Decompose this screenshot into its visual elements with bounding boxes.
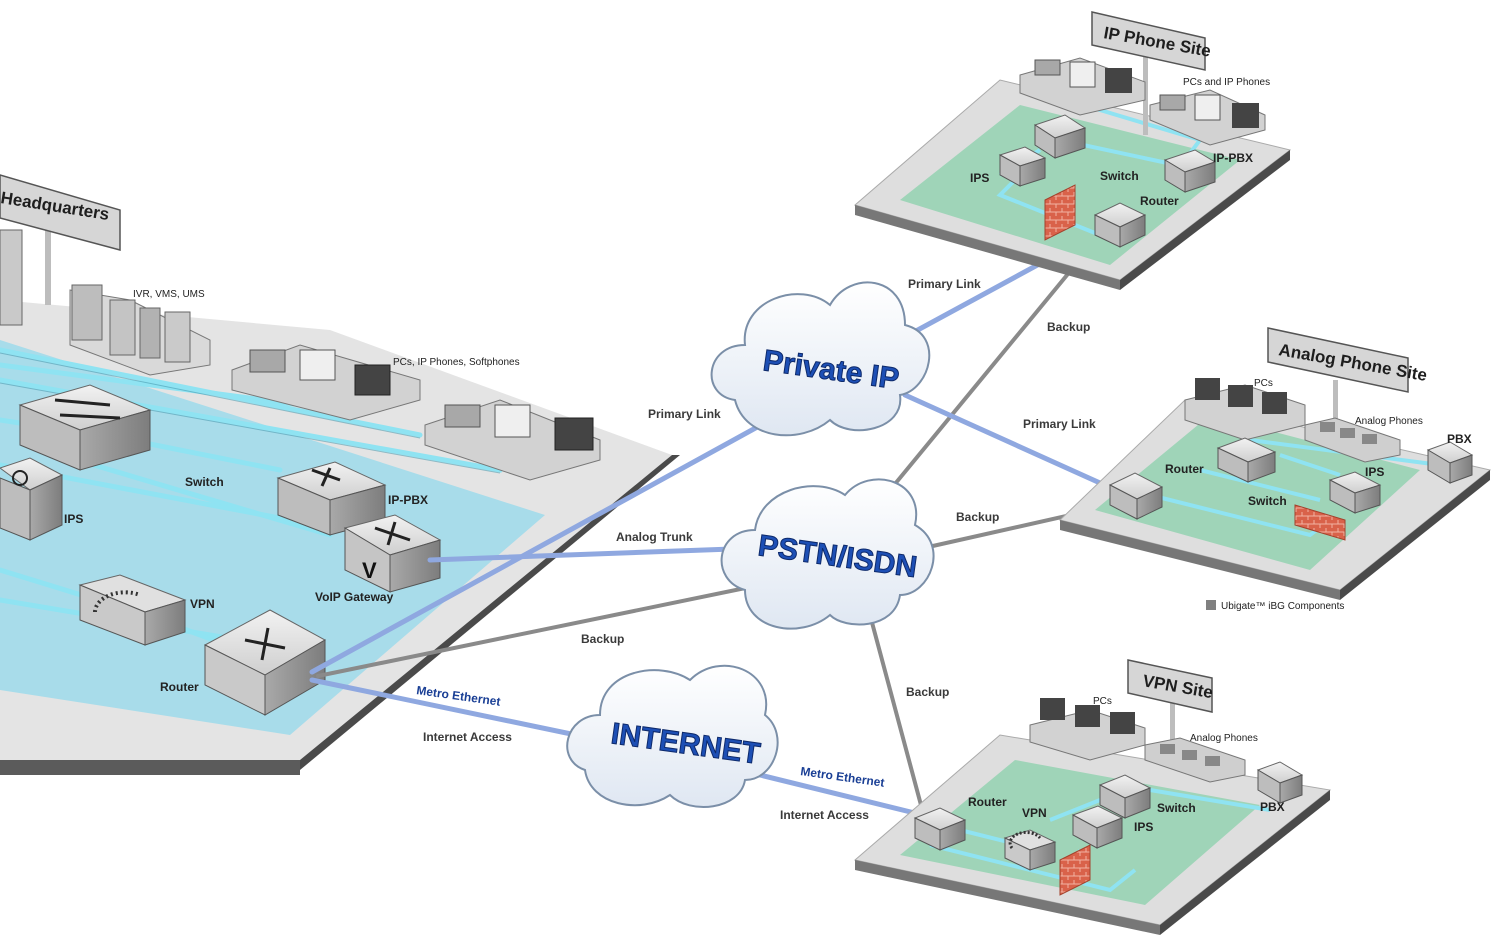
analog-site-switch-label: Switch [1248, 494, 1287, 508]
cloud-pstn: PSTN/ISDN [720, 478, 935, 630]
hq-voip-label: VoIP Gateway [315, 590, 394, 604]
hq-pcs-label: PCs, IP Phones, Softphones [393, 357, 520, 368]
analog-primary-label: Primary Link [1023, 417, 1096, 431]
ip-phone-site-desks: PCs and IP Phones [1019, 57, 1270, 146]
vpn-site-pcs-label: PCs [1093, 696, 1112, 707]
vpn-backup-label: Backup [906, 685, 949, 699]
voip-v-glyph: V [362, 558, 377, 583]
hq-primary-link-label: Primary Link [648, 407, 721, 421]
analog-site-pbx-label: PBX [1447, 432, 1472, 446]
vpn-site-pcs: PCs [1029, 696, 1146, 761]
analog-trunk-label: Analog Trunk [616, 530, 693, 544]
hq-router-label: Router [160, 680, 199, 694]
hq-primary-link-line [309, 417, 773, 675]
hq-internet-label: Internet Access [423, 730, 512, 744]
hq-voip-gateway: V VoIP Gateway [315, 514, 442, 604]
vpn-backup-line [868, 613, 927, 822]
ip-phone-site-ips-label: IPS [970, 171, 989, 185]
ipsite-primary-label: Primary Link [908, 277, 981, 291]
hq-servers-label: IVR, VMS, UMS [133, 289, 205, 300]
analog-site-firewall [1294, 504, 1346, 541]
vpn-site-switch: Switch [1098, 774, 1196, 819]
ip-phone-site-ippbx: IP-PBX [1163, 149, 1253, 193]
hq-desk-2 [424, 399, 601, 481]
analog-site-phones: Analog Phones [1304, 416, 1423, 463]
wan-links [309, 227, 1123, 822]
hq-switch-label: Switch [185, 475, 224, 489]
vpn-site-router-label: Router [968, 795, 1007, 809]
vpn-site-sign: VPN Site [1127, 659, 1214, 750]
legend-label: Ubigate™ iBG Components [1221, 601, 1344, 612]
ip-phone-site-switch-label: Switch [1100, 169, 1139, 183]
hq-backup-line [316, 583, 762, 678]
ip-phone-site-pcs-label: PCs and IP Phones [1183, 77, 1270, 88]
hq-desk-1: PCs, IP Phones, Softphones [231, 344, 520, 421]
vpn-metro-line [757, 772, 938, 821]
analog-backup-label: Backup [956, 510, 999, 524]
vpn-site-router: Router [913, 795, 1007, 851]
analog-site-router: Router [1108, 462, 1204, 520]
analog-site-router-label: Router [1165, 462, 1204, 476]
analog-site-switch: Switch [1216, 437, 1287, 508]
hq-ippbx-label: IP-PBX [388, 493, 428, 507]
analog-site-ips: IPS [1328, 465, 1384, 514]
ip-phone-site-firewall [1044, 184, 1076, 241]
vpn-site-phones: Analog Phones [1144, 733, 1258, 783]
vpn-site-vpn: VPN [1003, 806, 1057, 871]
vpn-site-switch-label: Switch [1157, 801, 1196, 815]
hq-router: Router [160, 609, 327, 716]
ip-phone-site-switch: Switch [1033, 114, 1139, 183]
ip-phone-site-router: Router [1093, 194, 1179, 248]
legend-swatch [1206, 600, 1216, 610]
analog-trunk-line [427, 545, 763, 563]
hq-vpn-label: VPN [190, 597, 215, 611]
vpn-site-pbx: PBX [1256, 761, 1304, 814]
vpn-site-ips: IPS [1071, 805, 1153, 849]
hq-ips-label: IPS [64, 512, 83, 526]
analog-site-phones-label: Analog Phones [1355, 416, 1423, 427]
cloud-private-ip: Private IP [710, 281, 931, 437]
legend: Ubigate™ iBG Components [1206, 600, 1344, 612]
vpn-site-ips-label: IPS [1134, 820, 1153, 834]
hq-metro-line [309, 677, 603, 743]
hq-backup-label: Backup [581, 632, 624, 646]
analog-site-pcs-label: PCs [1254, 378, 1273, 389]
ipsite-backup-line [888, 233, 1102, 492]
vpn-site-firewall [1059, 844, 1091, 896]
ip-phone-site-ips: IPS [970, 146, 1047, 187]
vpn-internet-label: Internet Access [780, 808, 869, 822]
ipsite-backup-label: Backup [1047, 320, 1090, 334]
vpn-site-phones-label: Analog Phones [1190, 733, 1258, 744]
hq-switch: Switch [18, 384, 224, 489]
cloud-internet: INTERNET [566, 664, 779, 808]
analog-site-pbx: PBX [1426, 432, 1474, 484]
ip-phone-site-ippbx-label: IP-PBX [1213, 151, 1253, 165]
ip-phone-site-router-label: Router [1140, 194, 1179, 208]
analog-site-pcs: PCs [1184, 378, 1306, 441]
hq-vpn: VPN [78, 574, 215, 646]
analog-site-ips-label: IPS [1365, 465, 1384, 479]
analog-primary-line [902, 392, 1123, 495]
hq-ips: IPS [0, 457, 83, 541]
hq-servers: IVR, VMS, UMS [0, 229, 211, 376]
vpn-site-vpn-label: VPN [1022, 806, 1047, 820]
vpn-site-pbx-label: PBX [1260, 800, 1285, 814]
